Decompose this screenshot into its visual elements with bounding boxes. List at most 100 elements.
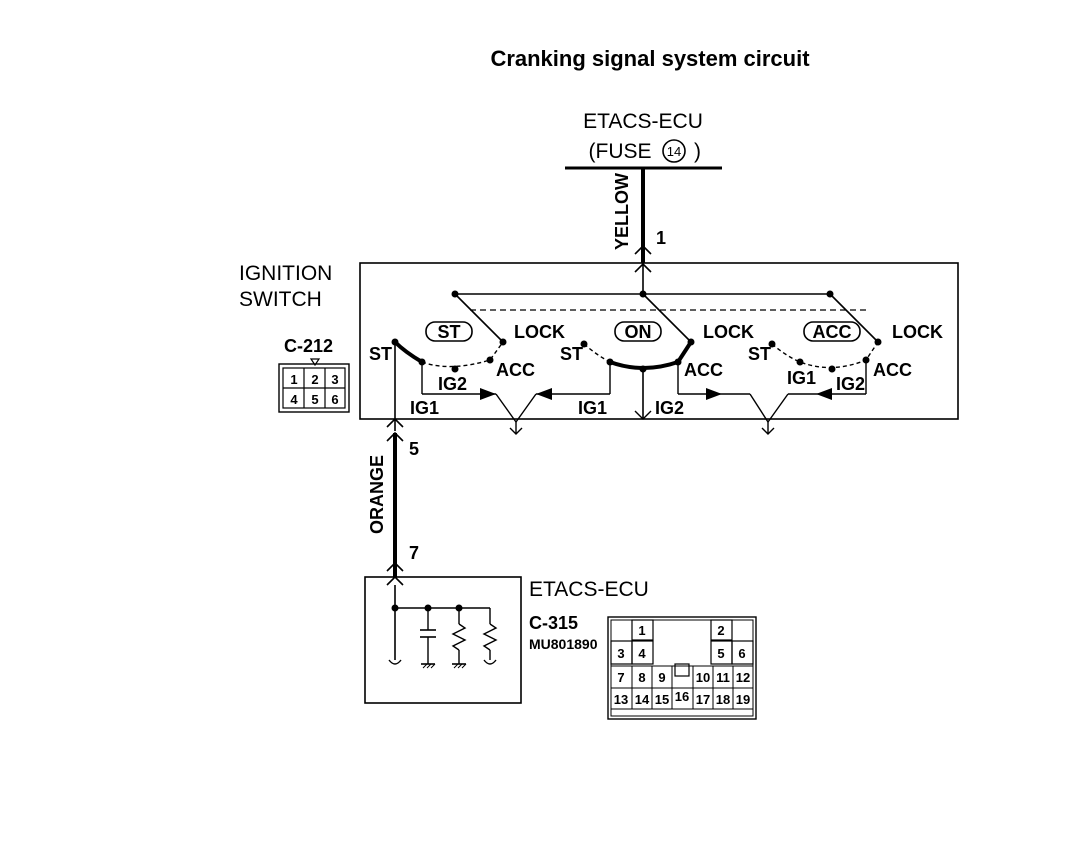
top-ecu-name: ETACS-ECU [583, 110, 703, 133]
node [606, 358, 614, 366]
ground-hatch [430, 663, 436, 669]
c315-pin: 19 [736, 692, 750, 707]
diode-arrow [816, 388, 832, 400]
c315-pin: 13 [614, 692, 628, 707]
orange-wire-label: ORANGE [367, 455, 387, 534]
c315-pin: 10 [696, 670, 710, 685]
on-contact-dashed [583, 343, 611, 363]
ignition-switch-label-1: IGNITION [239, 262, 332, 285]
c315-pin: 16 [675, 689, 689, 704]
c315-pin: 1 [638, 623, 645, 638]
switch-arm-on [642, 293, 692, 343]
st-terminal-label-3: ST [748, 344, 771, 364]
c212-connector [278, 363, 350, 413]
ground-hatch [457, 663, 463, 669]
c315-pin: 11 [716, 670, 730, 685]
ignition-switch-label-2: SWITCH [239, 288, 322, 311]
c315-cell [731, 640, 754, 665]
fuse-number-circle [662, 139, 686, 163]
st-contact-arc [393, 340, 424, 364]
ig1-label-2: IG1 [578, 398, 607, 418]
diode-join [749, 393, 769, 423]
diode-join [767, 393, 789, 423]
ecu-input-term [388, 659, 402, 665]
c212-label: C-212 [284, 336, 333, 356]
fuse-label: (FUSE [589, 140, 652, 163]
resistor-symbol-2 [482, 623, 498, 651]
c315-connector [607, 616, 757, 720]
c315-cell [631, 640, 654, 665]
c315-label: C-315 [529, 613, 578, 633]
pin-5-label: 5 [409, 439, 419, 459]
lock-label-1: LOCK [514, 322, 565, 342]
ig1-label-1: IG1 [410, 398, 439, 418]
c315-inner [610, 619, 754, 717]
part-number: MU801890 [529, 636, 598, 652]
c315-pin: 4 [638, 646, 646, 661]
resistor-symbol-1 [451, 623, 467, 651]
bottom-ecu-box [364, 576, 522, 704]
node [391, 604, 399, 612]
acc-position-badge [803, 321, 861, 342]
c212-pin: 5 [311, 392, 318, 407]
switch-arm-acc [829, 293, 879, 343]
c315-pin: 7 [617, 670, 624, 685]
node [486, 356, 494, 364]
yellow-wire-label: YELLOW [612, 173, 632, 250]
c315-pin: 18 [716, 692, 730, 707]
connector-arrow-7b [386, 575, 404, 586]
diode-arrow [480, 388, 496, 400]
node [874, 338, 882, 346]
acc-label-3: ACC [873, 360, 912, 380]
ignition-switch-box [359, 262, 959, 420]
pin-7-label: 7 [409, 543, 419, 563]
c315-pin: 17 [696, 692, 710, 707]
ig2-label-3: IG2 [836, 374, 865, 394]
c315-cell [631, 619, 654, 641]
node [580, 340, 588, 348]
ig2-label-2: IG2 [655, 398, 684, 418]
c315-pin: 3 [617, 646, 624, 661]
diode-join [495, 393, 517, 423]
node [768, 340, 776, 348]
bottom-ecu-name: ETACS-ECU [529, 578, 649, 601]
st-position-label: ST [437, 322, 460, 342]
ground-hatch [461, 663, 467, 669]
node [687, 338, 695, 346]
acc-contact-dashed [771, 341, 879, 369]
diode-arrow [706, 388, 722, 400]
fuse-number: 14 [667, 144, 681, 159]
c212-key [309, 358, 321, 367]
connector-arrow-top [634, 244, 652, 255]
node [862, 356, 870, 364]
ig1-label-3: IG1 [787, 368, 816, 388]
st-position-badge [425, 321, 473, 342]
c212-pin: 2 [311, 372, 318, 387]
c315-pin: 14 [635, 692, 650, 707]
c212-pin: 4 [290, 392, 298, 407]
fuse-label-close: ) [694, 140, 701, 163]
node [828, 365, 836, 373]
acc-label-2: ACC [684, 360, 723, 380]
c315-pin: 2 [717, 623, 724, 638]
st-terminal-label-1: ST [369, 344, 392, 364]
diode-arrow [536, 388, 552, 400]
diode-join [515, 393, 537, 423]
c315-pin: 8 [638, 670, 645, 685]
c212-pin: 6 [331, 392, 338, 407]
arrow-down [634, 410, 652, 420]
c212-pin: 1 [290, 372, 297, 387]
pin-1-label: 1 [656, 228, 666, 248]
acc-position-label: ACC [813, 322, 852, 342]
c315-pin: 5 [717, 646, 724, 661]
on-position-badge [614, 321, 662, 342]
node [499, 338, 507, 346]
lock-label-2: LOCK [703, 322, 754, 342]
c315-key [674, 663, 690, 677]
ecu-internal-term [483, 659, 497, 665]
c315-pin: 6 [738, 646, 745, 661]
ground-hatch [426, 663, 432, 669]
on-position-label: ON [625, 322, 652, 342]
arrow-down [761, 427, 775, 435]
